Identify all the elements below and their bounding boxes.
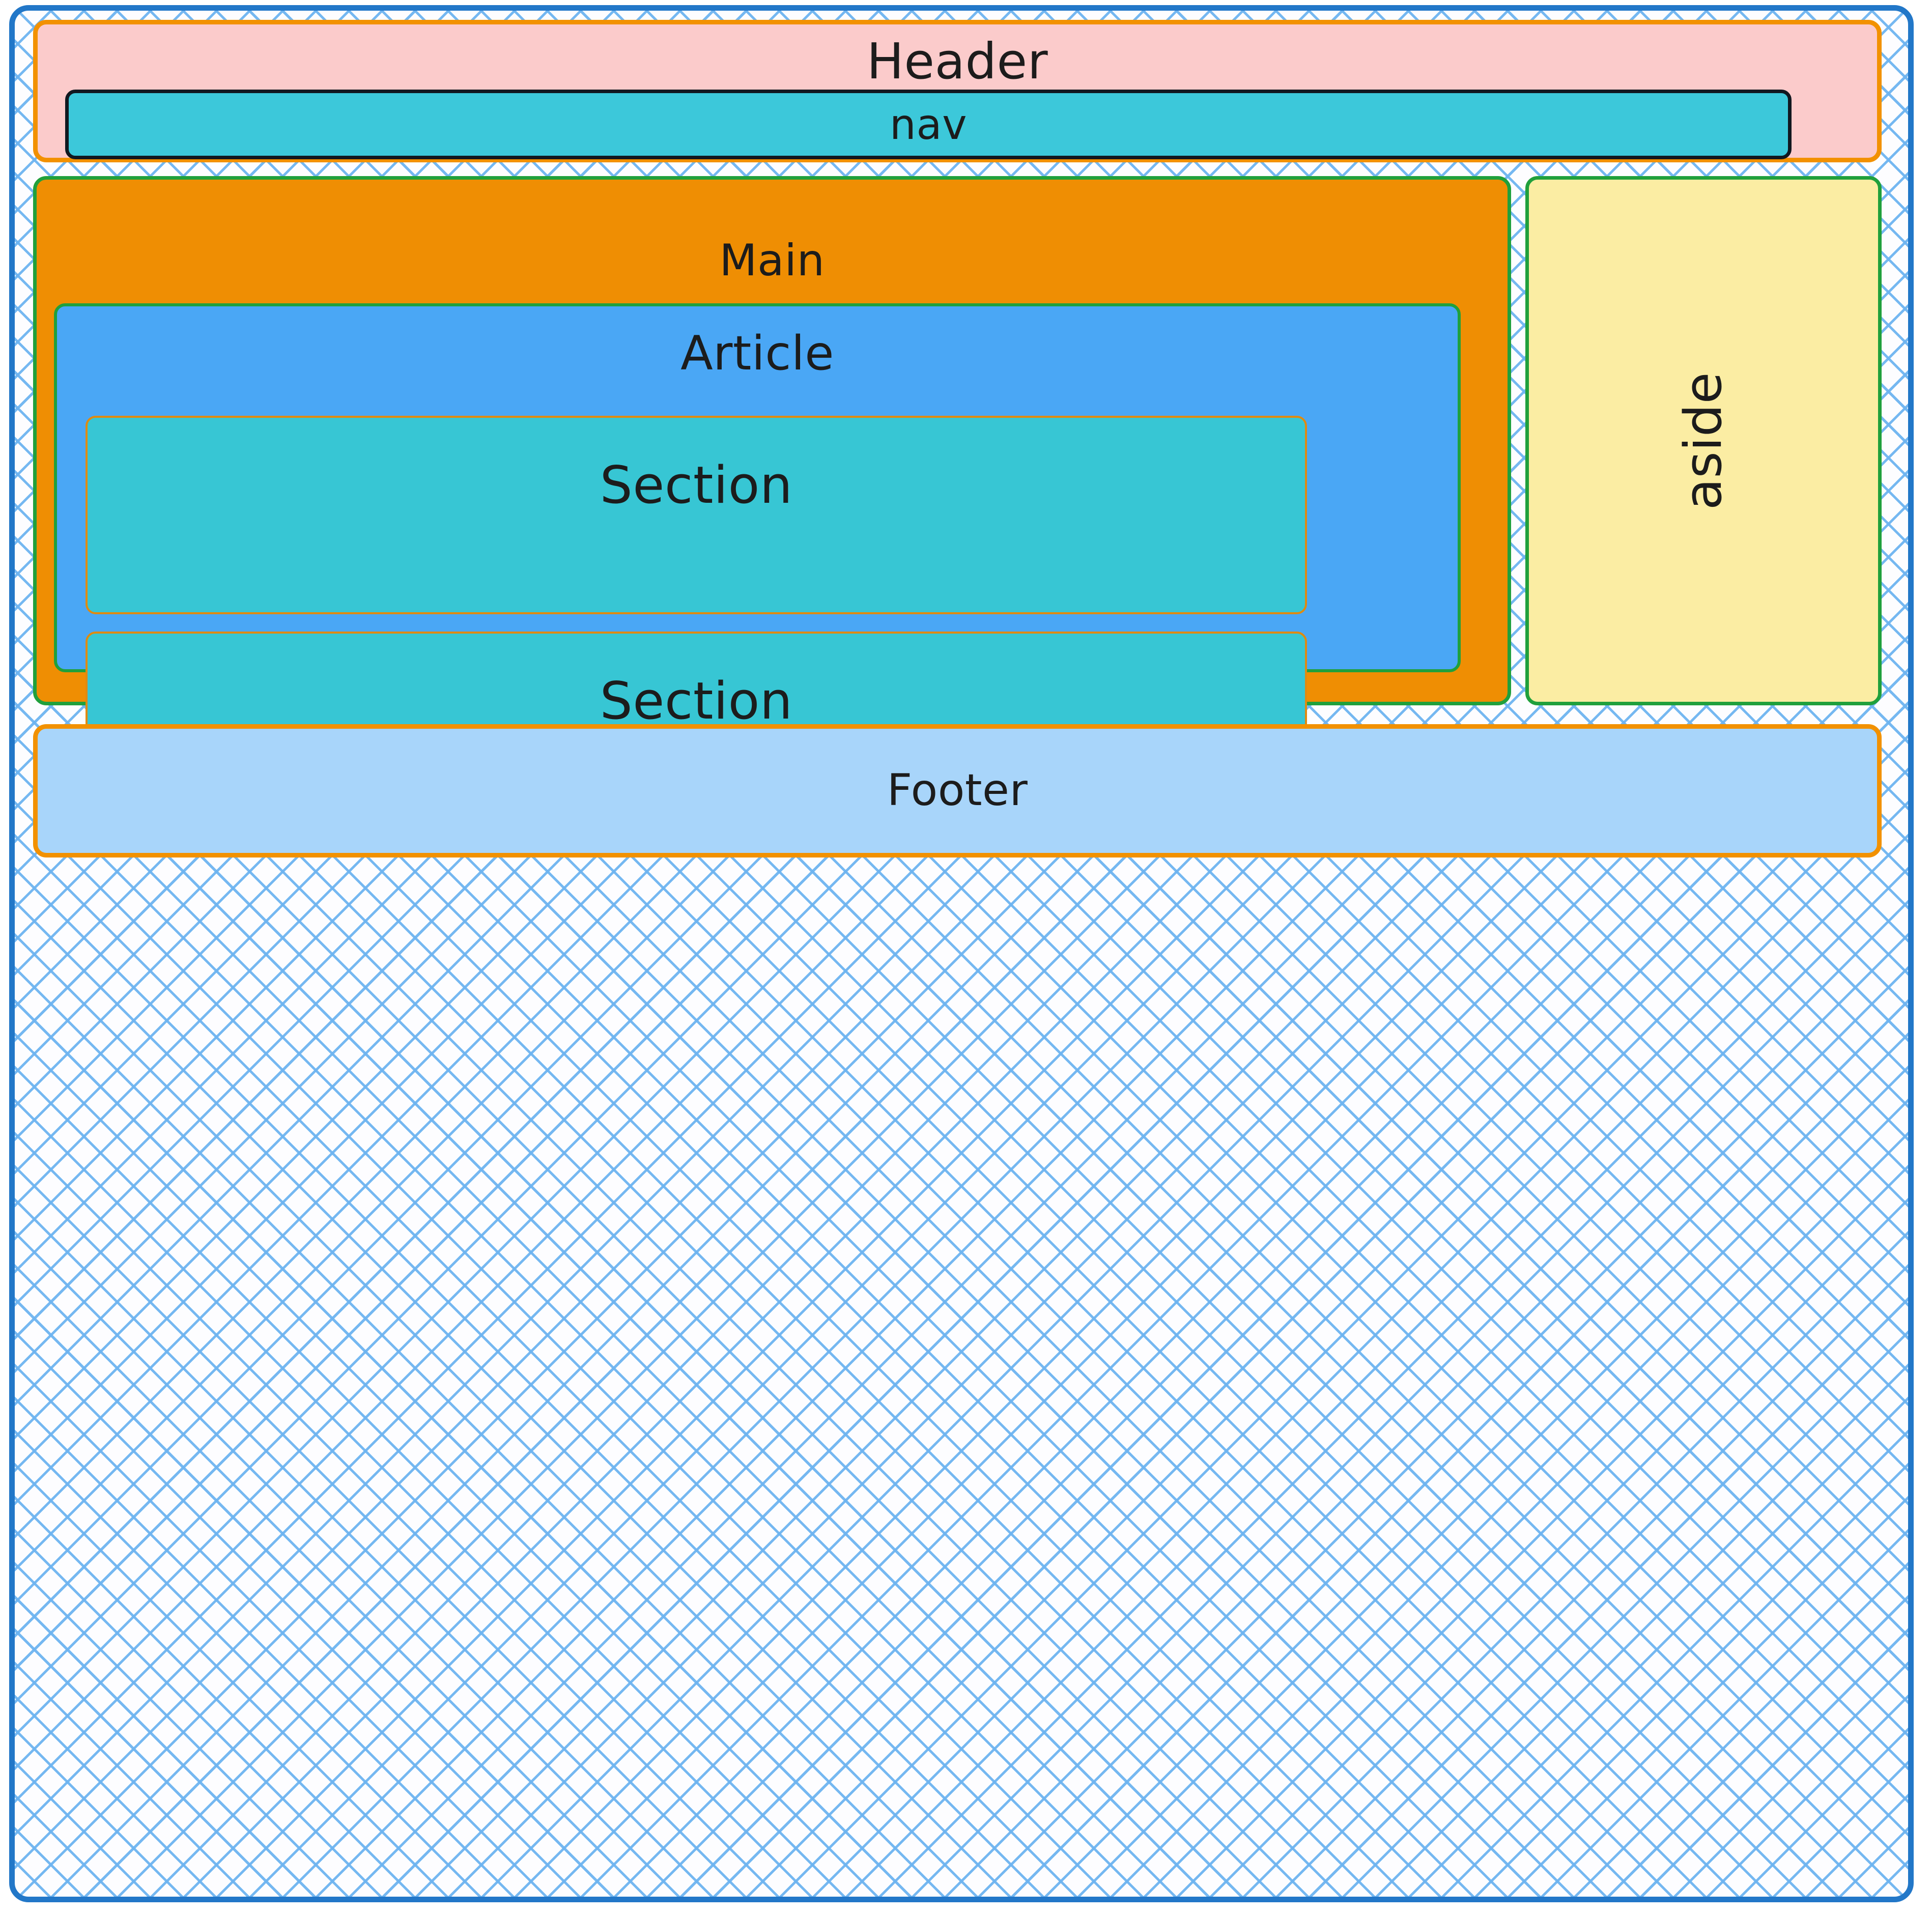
body-container: Header nav Main Article Section Section … <box>9 5 1914 1902</box>
aside-label: aside <box>1673 371 1734 510</box>
footer-region[interactable]: Footer <box>33 724 1882 857</box>
main-region[interactable]: Main Article Section Section <box>33 176 1511 830</box>
nav-region[interactable]: nav <box>65 90 1792 159</box>
header-region[interactable]: Header nav <box>33 20 1882 162</box>
header-label: Header <box>866 33 1048 90</box>
footer-label: Footer <box>887 765 1028 816</box>
article-region[interactable]: Article Section Section <box>54 303 1461 830</box>
article-label: Article <box>680 326 834 381</box>
main-label: Main <box>719 235 825 286</box>
section-label-1: Section <box>600 455 793 515</box>
section-region-1[interactable]: Section <box>86 416 1307 614</box>
section-label-2: Section <box>600 671 793 731</box>
aside-region[interactable]: aside <box>1525 176 1882 705</box>
nav-label: nav <box>889 101 968 149</box>
